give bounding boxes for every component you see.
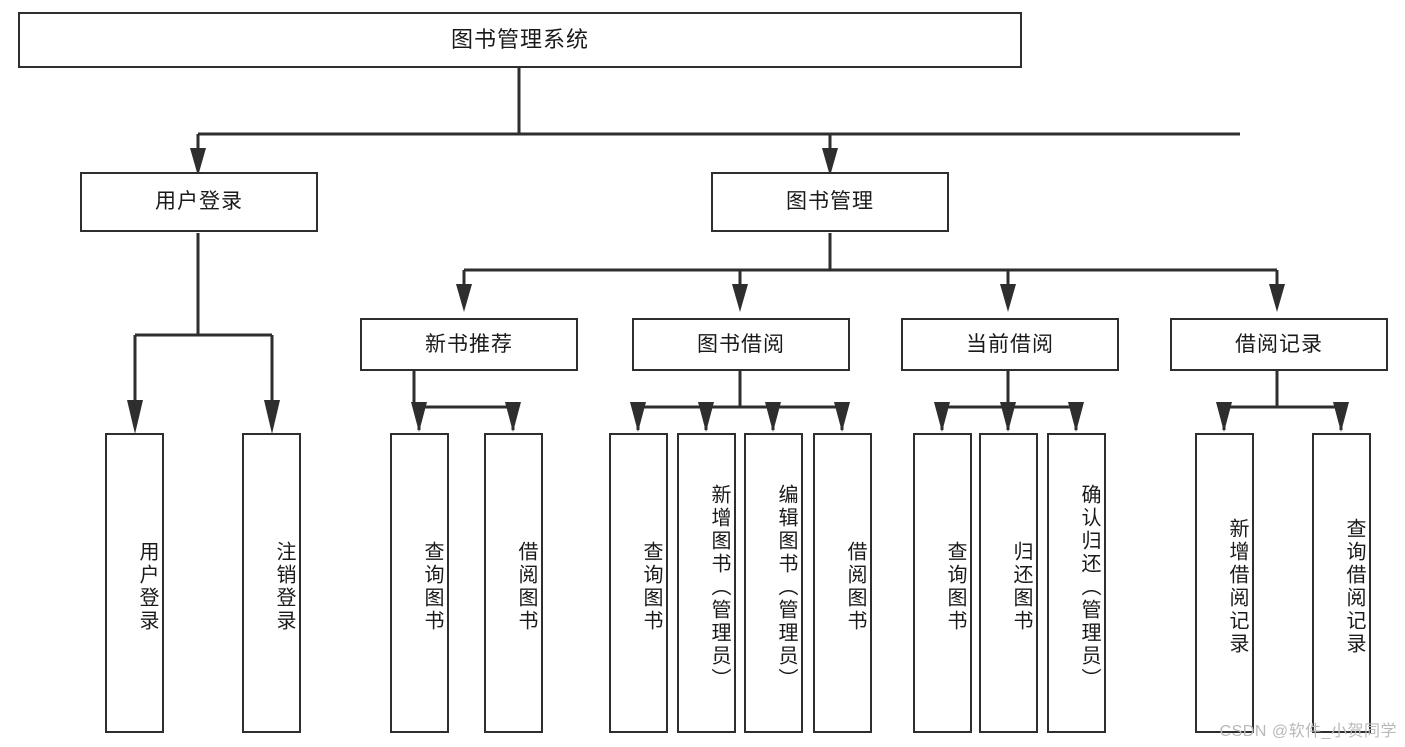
node-label: 查询图书: [944, 541, 966, 633]
leaf-user-login-signin[interactable]: 用户登录: [105, 433, 164, 733]
node-label: 图书借阅: [697, 332, 785, 356]
leaf-borrow-add-book-admin[interactable]: 新增图书（管理员）: [677, 433, 736, 733]
node-book-management[interactable]: 图书管理: [711, 172, 949, 232]
node-label: 查询图书: [640, 541, 662, 633]
node-current-borrow[interactable]: 当前借阅: [901, 318, 1119, 371]
leaf-borrow-borrow-book[interactable]: 借阅图书: [813, 433, 872, 733]
node-root-system[interactable]: 图书管理系统: [18, 12, 1022, 68]
leaf-current-return-book[interactable]: 归还图书: [979, 433, 1038, 733]
node-label: 归还图书: [1010, 541, 1032, 633]
node-borrow-records[interactable]: 借阅记录: [1170, 318, 1388, 371]
node-label: 查询借阅记录: [1343, 518, 1365, 656]
node-new-book-recommend[interactable]: 新书推荐: [360, 318, 578, 371]
node-label: 用户登录: [155, 190, 243, 214]
node-label: 新书推荐: [425, 332, 513, 356]
node-label: 确认归还（管理员）: [1078, 483, 1100, 691]
node-label: 借阅记录: [1235, 332, 1323, 356]
node-label: 新增借阅记录: [1226, 518, 1248, 656]
leaf-borrow-query-book[interactable]: 查询图书: [609, 433, 668, 733]
node-label: 用户登录: [136, 541, 158, 633]
watermark-text: CSDN @软件_小贺同学: [1219, 723, 1397, 740]
leaf-current-confirm-return-admin[interactable]: 确认归还（管理员）: [1047, 433, 1106, 733]
node-label: 图书管理: [786, 190, 874, 214]
node-label: 新增图书（管理员）: [708, 483, 730, 691]
leaf-borrow-edit-book-admin[interactable]: 编辑图书（管理员）: [744, 433, 803, 733]
node-label: 编辑图书（管理员）: [775, 483, 797, 691]
leaf-records-query-record[interactable]: 查询借阅记录: [1312, 433, 1371, 733]
leaf-recommend-borrow-book[interactable]: 借阅图书: [484, 433, 543, 733]
node-label: 借阅图书: [844, 541, 866, 633]
node-label: 查询图书: [421, 541, 443, 633]
leaf-current-query-book[interactable]: 查询图书: [913, 433, 972, 733]
node-label: 当前借阅: [966, 332, 1054, 356]
node-label: 借阅图书: [515, 541, 537, 633]
leaf-recommend-query-book[interactable]: 查询图书: [390, 433, 449, 733]
node-user-login[interactable]: 用户登录: [80, 172, 318, 232]
leaf-records-add-record[interactable]: 新增借阅记录: [1195, 433, 1254, 733]
node-book-borrow[interactable]: 图书借阅: [632, 318, 850, 371]
node-label: 注销登录: [273, 541, 295, 633]
leaf-user-login-signout[interactable]: 注销登录: [242, 433, 301, 733]
node-label: 图书管理系统: [450, 26, 589, 52]
